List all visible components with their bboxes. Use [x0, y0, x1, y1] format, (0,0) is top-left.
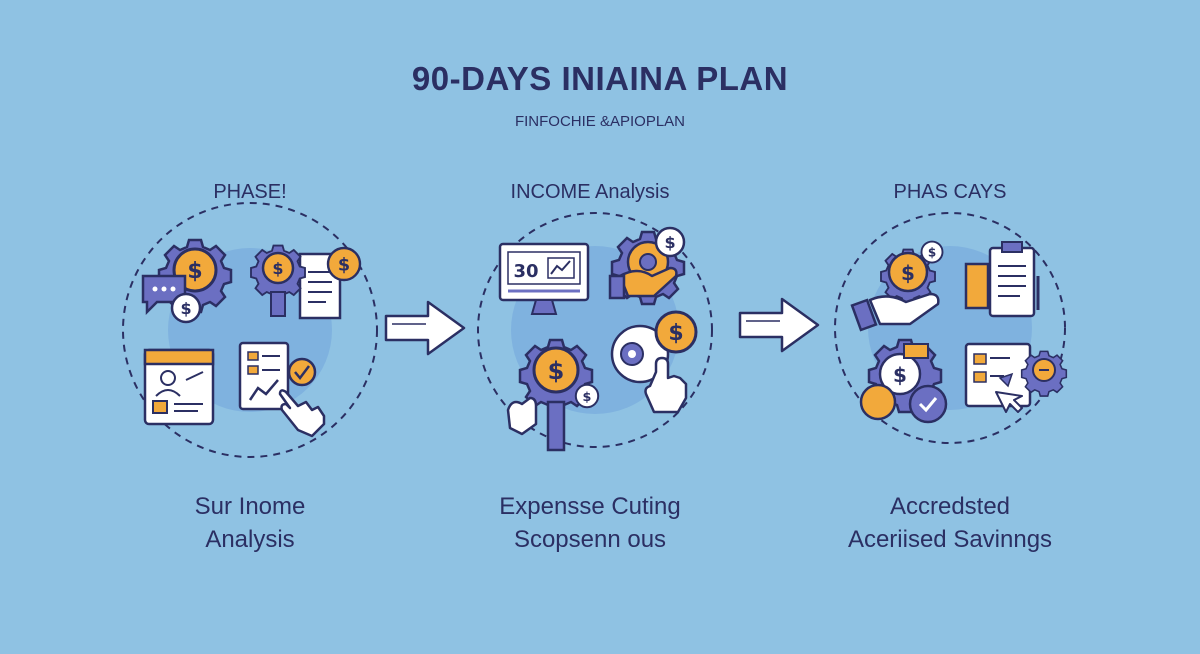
phase-1-label: PHASE!	[213, 181, 287, 203]
hand-pointer-icon	[278, 389, 326, 438]
phase-3-caption-line-1: Accredsted	[889, 493, 1011, 520]
phase-1-group: $ $	[122, 202, 378, 458]
phase-1-caption-line-2: Analysis	[205, 526, 295, 553]
gear-hand-icon	[608, 226, 686, 306]
phase-3-dashed-ring	[834, 212, 1066, 444]
document-gear-icon	[964, 342, 1068, 413]
phase-2-label: INCOME Analysis	[510, 181, 670, 203]
chat-bubble-icon	[141, 274, 187, 316]
plan-subtitle: FINFOCHIE &APIOPLAN	[514, 113, 686, 130]
monitor-value: 30	[513, 261, 538, 282]
svg-text:$: $	[187, 259, 202, 284]
svg-text:$: $	[901, 261, 915, 285]
monitor-chart-icon: 30	[498, 242, 590, 315]
arrow-right-icon	[384, 300, 466, 356]
chart-clipboard-icon	[238, 341, 317, 411]
clipboard-icon	[964, 241, 1040, 318]
phase-3-label: PHAS CAYS	[893, 181, 1007, 203]
phase-3-caption-line-2: Aceriised Savinngs	[847, 526, 1053, 553]
coin-icon	[170, 292, 202, 324]
svg-text:$: $	[272, 259, 283, 278]
magnifier-gear-icon: $	[506, 338, 600, 452]
phase-3-group: $ $	[834, 212, 1068, 444]
gear-document-icon: $	[250, 244, 362, 320]
phase-2-caption: Expensse Cuting Scopsenn ous	[440, 490, 740, 556]
arrow-right-icon	[738, 297, 820, 353]
phase-2-group: 30 $	[477, 212, 713, 452]
profile-card-icon	[143, 348, 215, 426]
svg-text:$: $	[893, 363, 907, 387]
hand-coin-icon: $	[850, 240, 944, 332]
phase-3-caption: Accredsted Aceriised Savinngs	[800, 490, 1100, 556]
phase-2-caption-line-2: Scopsenn ous	[513, 526, 667, 553]
svg-text:$: $	[548, 357, 565, 385]
plan-title: 90-DAYS INIAINA PLAN	[411, 60, 789, 97]
phase-1-caption: Sur Inome Analysis	[110, 490, 390, 556]
phase-1-caption-line-1: Sur Inome	[194, 493, 306, 520]
phase-2-caption-line-1: Expensse Cuting	[499, 493, 681, 520]
phase-1-dashed-ring	[122, 202, 378, 458]
gear-coin-icon: $	[859, 338, 948, 424]
target-coin-icon	[610, 310, 698, 414]
phase-2-dashed-ring	[477, 212, 713, 448]
